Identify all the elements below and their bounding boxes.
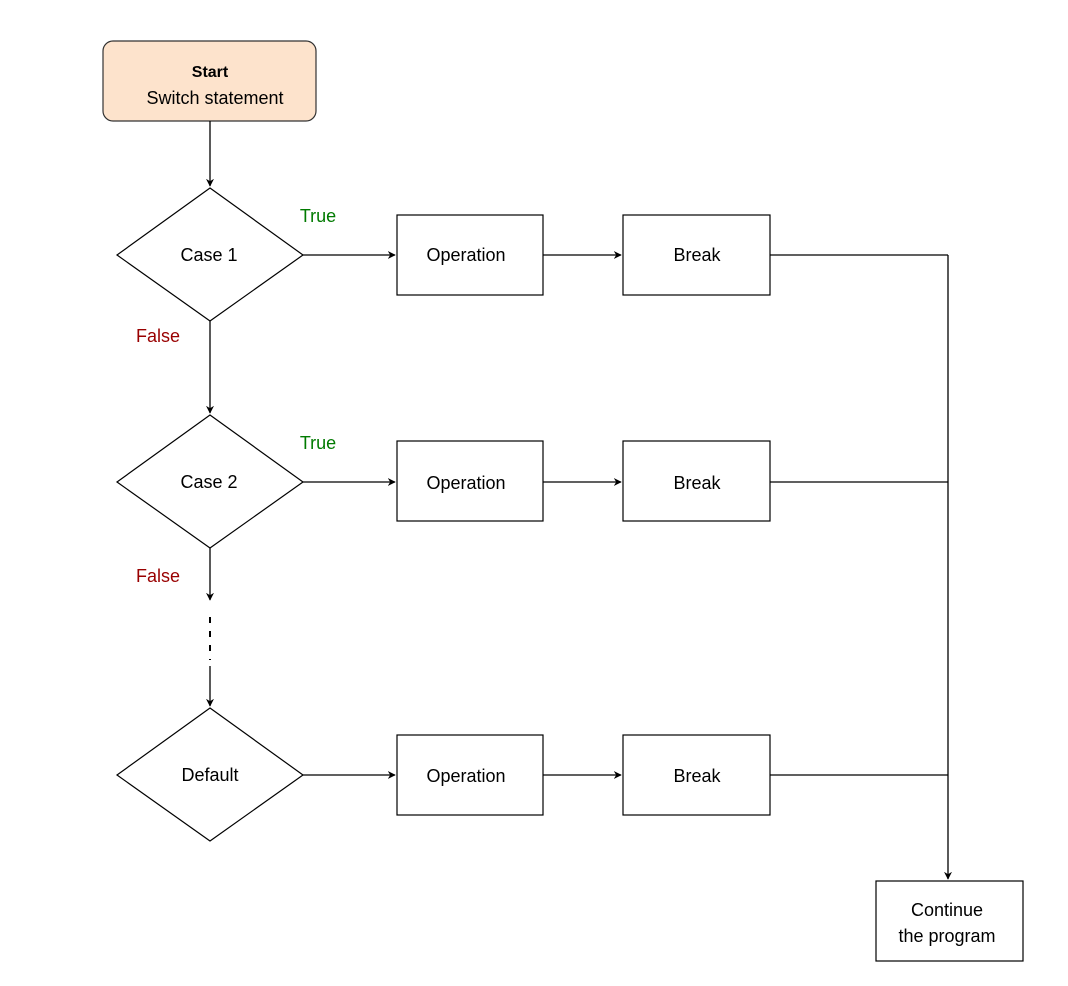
continue-line-2: the program — [898, 926, 995, 946]
continue-program-box: Continue the program — [875, 880, 1024, 962]
case-2-operation-label: Operation — [426, 473, 505, 493]
default-label: Default — [181, 765, 238, 785]
case-2-decision: Case 2 — [115, 414, 305, 549]
case-1-operation-box: Operation — [396, 214, 544, 296]
default-decision: Default — [115, 707, 305, 842]
case-2-break-box: Break — [622, 440, 771, 522]
case-1-false-label: False — [136, 326, 180, 346]
default-break-box: Break — [622, 734, 771, 816]
start-subtitle: Switch statement — [146, 88, 283, 108]
case-1-true-label: True — [300, 206, 336, 226]
case-1-break-box: Break — [622, 214, 771, 296]
case-2-true-label: True — [300, 433, 336, 453]
start-title: Start — [192, 64, 229, 81]
default-break-label: Break — [673, 766, 721, 786]
case-1-label: Case 1 — [180, 245, 237, 265]
case-1-decision: Case 1 — [115, 187, 305, 322]
case-2-operation-box: Operation — [396, 440, 544, 522]
case-2-false-label: False — [136, 566, 180, 586]
case-1-break-label: Break — [673, 245, 721, 265]
default-operation-box: Operation — [396, 734, 544, 816]
case-2-break-label: Break — [673, 473, 721, 493]
case-1-operation-label: Operation — [426, 245, 505, 265]
start-node: Start Switch statement — [102, 40, 317, 122]
default-operation-label: Operation — [426, 766, 505, 786]
continue-line-1: Continue — [911, 900, 983, 920]
case-2-label: Case 2 — [180, 472, 237, 492]
